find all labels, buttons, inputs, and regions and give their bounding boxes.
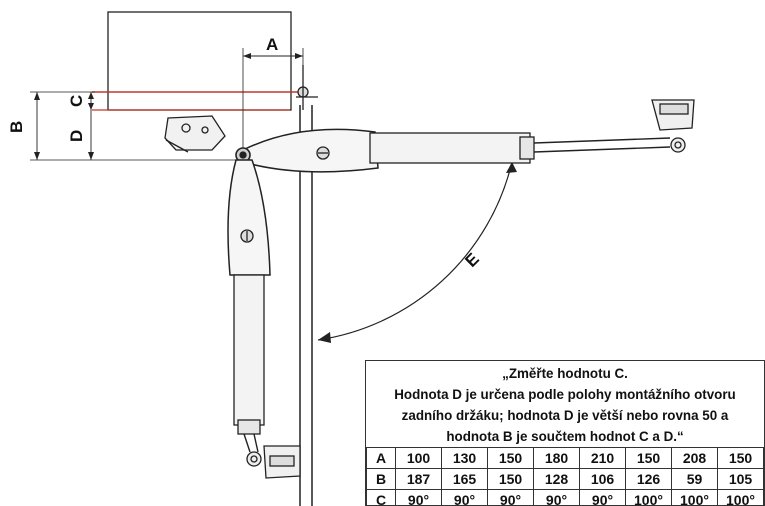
opener-cylinder-horizontal [369,132,531,164]
table-cell: 90° [579,489,626,505]
table-cell: 130 [441,447,488,469]
table-cell: 90° [441,489,488,505]
dim-d-label: D [67,130,86,142]
dim-c-label: C [67,95,86,107]
table-cell: 208 [671,447,718,469]
table-cell: 150 [625,447,672,469]
table-cell: 180 [533,447,580,469]
opener-motor-vertical [227,159,271,276]
table-cell: 150 [717,447,764,469]
table-cell: 150 [487,468,534,490]
table-cell: 100° [625,489,672,505]
opener-rod-horizontal [533,137,671,144]
opening-arc [317,161,513,341]
row-header: A [366,447,396,469]
row-header: B [366,468,396,490]
table-row-c: C 90° 90° 90° 90° 90° 100° 100° 100° [366,489,764,505]
specification-table: „Změřte hodnotu C. Hodnota D je určena p… [365,360,765,506]
measurement-note: „Změřte hodnotu C. Hodnota D je určena p… [366,361,764,447]
table-row-b: B 187 165 150 128 106 126 59 105 [366,468,764,490]
table-cell: 90° [533,489,580,505]
dim-a-label: A [266,35,278,54]
table-row-a: A 100 130 150 180 210 150 208 150 [366,447,764,469]
table-cell: 165 [441,468,488,490]
table-cell: 128 [533,468,580,490]
table-cell: 106 [579,468,626,490]
opener-cylinder-vertical [233,274,265,426]
opener-rod-vertical [243,433,251,453]
table-cell: 90° [487,489,534,505]
table-cell: 100° [671,489,718,505]
dim-b-label: B [7,121,26,133]
table-cell: 126 [625,468,672,490]
dim-e-label: E [461,249,482,270]
gate-leaf [107,11,292,111]
note-line: hodnota B je součtem hodnot C a D.“ [446,429,684,444]
table-cell: 150 [487,447,534,469]
table-cell: 187 [395,468,442,490]
note-line: zadního držáku; hodnota D je větší nebo … [401,408,729,423]
table-cell: 100 [395,447,442,469]
table-cell: 210 [579,447,626,469]
table-cell: 100° [717,489,764,505]
table-cell: 59 [671,468,718,490]
opener-motor-horizontal [242,128,379,173]
rear-bracket-top [164,115,226,151]
note-line: „Změřte hodnotu C. [502,366,628,381]
table-cell: 105 [717,468,764,490]
note-line: Hodnota D je určena podle polohy montážn… [394,387,736,402]
values-table: A 100 130 150 180 210 150 208 150 B 187 … [366,447,764,505]
row-header: C [366,489,396,505]
table-cell: 90° [395,489,442,505]
